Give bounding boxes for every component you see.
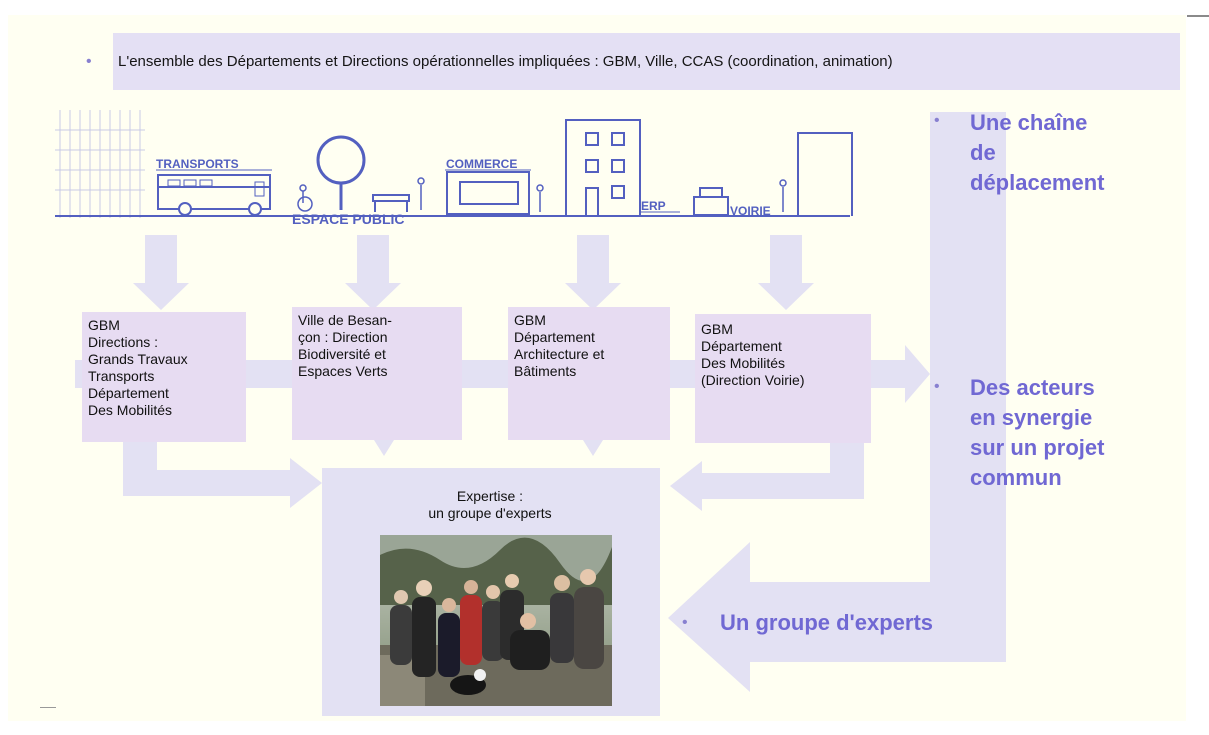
right-feeder-horizontal [700, 473, 864, 499]
bottom-left-arrow [668, 542, 1006, 692]
org-box-gbm-mobilites: GBM Département Des Mobilités (Direction… [695, 314, 871, 443]
chain-heading: Une chaîne de déplacement [970, 108, 1105, 198]
down-arrow-1 [133, 283, 189, 310]
left-feeder-arrowhead [290, 458, 322, 508]
horizontal-band-arrowhead [905, 345, 930, 403]
org-box-line: Directions : [88, 334, 159, 350]
org-box-line: Espaces Verts [298, 363, 388, 379]
wheelchair-icon [297, 184, 313, 212]
chain-heading-line: de [970, 140, 996, 165]
left-tick-mark [40, 707, 56, 708]
down-arrow-4 [758, 283, 814, 310]
org-box-line: Département [701, 338, 782, 354]
chain-bullet: • [934, 112, 940, 129]
label-espace-public: ESPACE PUBLIC [292, 211, 405, 227]
actors-heading-line: commun [970, 465, 1062, 490]
city-line-art [55, 110, 853, 218]
actors-bullet: • [934, 378, 940, 395]
grid-building-icon [55, 110, 145, 218]
label-voirie: VOIRIE [730, 204, 771, 218]
actors-heading-line: sur un projet [970, 435, 1105, 460]
car-icon [693, 187, 729, 216]
header-bullet: • [86, 53, 92, 70]
org-box-line: GBM [88, 317, 120, 333]
org-box-line: (Direction Voirie) [701, 372, 805, 388]
org-box-line: Biodiversité et [298, 346, 386, 362]
header-text: L'ensemble des Départements et Direction… [118, 53, 893, 70]
group-photo [380, 535, 612, 706]
org-box-line: Transports [88, 368, 155, 384]
org-box-gbm-architecture: GBM Département Architecture et Bâtiment… [508, 307, 670, 440]
shop-icon [446, 171, 530, 215]
pedestrian-icon-1 [417, 177, 425, 210]
chain-heading-line: déplacement [970, 170, 1105, 195]
down-arrow-3 [565, 283, 621, 310]
tall-building-icon [797, 132, 853, 216]
pedestrian-icon-2 [536, 184, 544, 212]
org-box-gbm-directions: GBM Directions : Grands Travaux Transpor… [82, 312, 246, 442]
label-erp: ERP [641, 199, 666, 213]
left-feeder-horizontal [123, 470, 293, 496]
label-transports: TRANSPORTS [156, 157, 239, 171]
expertise-title-line-1: Expertise : [456, 488, 524, 504]
small-arrow-3 [583, 440, 603, 456]
org-box-line: çon : Direction [298, 329, 388, 345]
label-commerce: COMMERCE [446, 157, 517, 171]
bus-icon [157, 174, 271, 216]
group-photo-icon [380, 535, 612, 706]
actors-heading-line: Des acteurs [970, 375, 1095, 400]
org-box-line: Ville de Besan- [298, 312, 392, 328]
bench-icon [372, 194, 410, 212]
org-box-line: GBM [701, 321, 733, 337]
actors-heading: Des acteurs en synergie sur un projet co… [970, 373, 1104, 493]
actors-heading-line: en synergie [970, 405, 1093, 430]
small-arrow-2 [374, 440, 394, 456]
chain-heading-line: Une chaîne [970, 110, 1088, 135]
building-icon [565, 119, 641, 217]
corner-rule [1187, 15, 1209, 17]
experts-heading: Un groupe d'experts [720, 610, 934, 635]
right-feeder-arrowhead [670, 461, 702, 511]
org-box-line: Grands Travaux [88, 351, 188, 367]
org-box-line: Des Mobilités [701, 355, 786, 371]
org-box-line: Bâtiments [514, 363, 577, 379]
header-band [113, 33, 1180, 90]
pedestrian-icon-3 [779, 179, 787, 212]
tree-icon [316, 135, 366, 210]
experts-bullet: • [682, 614, 688, 631]
expertise-title-line-2: un groupe d'experts [428, 505, 552, 521]
org-box-line: Architecture et [514, 346, 605, 362]
org-box-line: Département [88, 385, 169, 401]
org-box-line: Des Mobilités [88, 402, 173, 418]
org-box-line: GBM [514, 312, 546, 328]
org-box-line: Département [514, 329, 595, 345]
expertise-title: Expertise : un groupe d'experts [370, 488, 610, 522]
org-box-ville-besancon: Ville de Besan- çon : Direction Biodiver… [292, 307, 462, 440]
down-arrow-2 [345, 283, 401, 310]
right-vertical-band [930, 112, 1006, 582]
